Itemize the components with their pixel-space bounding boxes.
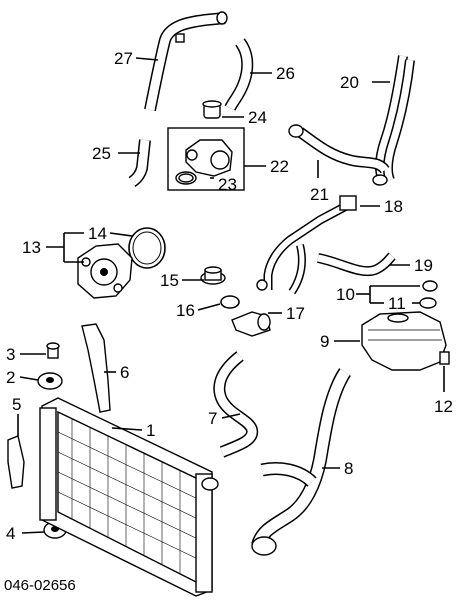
callout-3: 3 [6, 345, 15, 364]
part-18-pipe [256, 195, 357, 295]
callout-16: 16 [176, 301, 195, 320]
part-27-hose [144, 11, 228, 112]
part-2-mount [37, 372, 63, 390]
callout-25: 25 [92, 144, 111, 163]
part-3-bolt [46, 342, 60, 359]
diagram-code: 046-02656 [4, 577, 76, 594]
part-21-hose [288, 124, 390, 174]
callout-20: 20 [340, 73, 359, 92]
callout-10: 10 [336, 285, 355, 304]
callout-27: 27 [114, 49, 133, 68]
callout-23: 23 [218, 175, 237, 194]
part-17-outlet [231, 311, 271, 337]
callout-26: 26 [276, 64, 295, 83]
part-19-hose [316, 252, 396, 277]
callout-7: 7 [208, 409, 217, 428]
callout-21: 21 [310, 185, 329, 204]
callouts: 27 26 20 24 25 22 23 21 18 19 10 11 9 12… [4, 49, 453, 594]
callout-14: 14 [88, 224, 107, 243]
part-15-thermostat [200, 266, 226, 285]
part-8-hose [251, 368, 352, 556]
callout-6: 6 [120, 363, 129, 382]
callout-5: 5 [12, 395, 21, 414]
part-1-radiator [39, 397, 219, 597]
part-12-sensor [439, 351, 450, 365]
callout-9: 9 [320, 332, 329, 351]
callout-1: 1 [146, 421, 155, 440]
part-6-seal [81, 323, 111, 413]
part-25-pipe [128, 139, 151, 187]
part-14-gasket [128, 227, 166, 269]
leader-lines [17, 57, 445, 534]
callout-17: 17 [286, 304, 305, 323]
part-7-hose [213, 351, 259, 458]
part-10-11-cap [419, 280, 438, 309]
callout-11: 11 [388, 294, 406, 313]
callout-12: 12 [434, 397, 453, 416]
callout-13: 13 [22, 238, 41, 257]
callout-19: 19 [414, 256, 433, 275]
part-16-o-ring [220, 295, 240, 309]
part-26-hose [224, 38, 254, 111]
callout-24: 24 [248, 108, 267, 127]
callout-4: 4 [6, 524, 15, 543]
part-13-water-pump [77, 243, 133, 299]
callout-8: 8 [344, 459, 353, 478]
callout-22: 22 [270, 157, 289, 176]
part-22-housing [167, 127, 245, 191]
callout-18: 18 [384, 197, 403, 216]
part-24-cap [202, 100, 222, 119]
part-9-tank [361, 311, 447, 371]
part-5-bracket [7, 435, 25, 489]
callout-15: 15 [160, 271, 179, 290]
callout-2: 2 [6, 368, 15, 387]
